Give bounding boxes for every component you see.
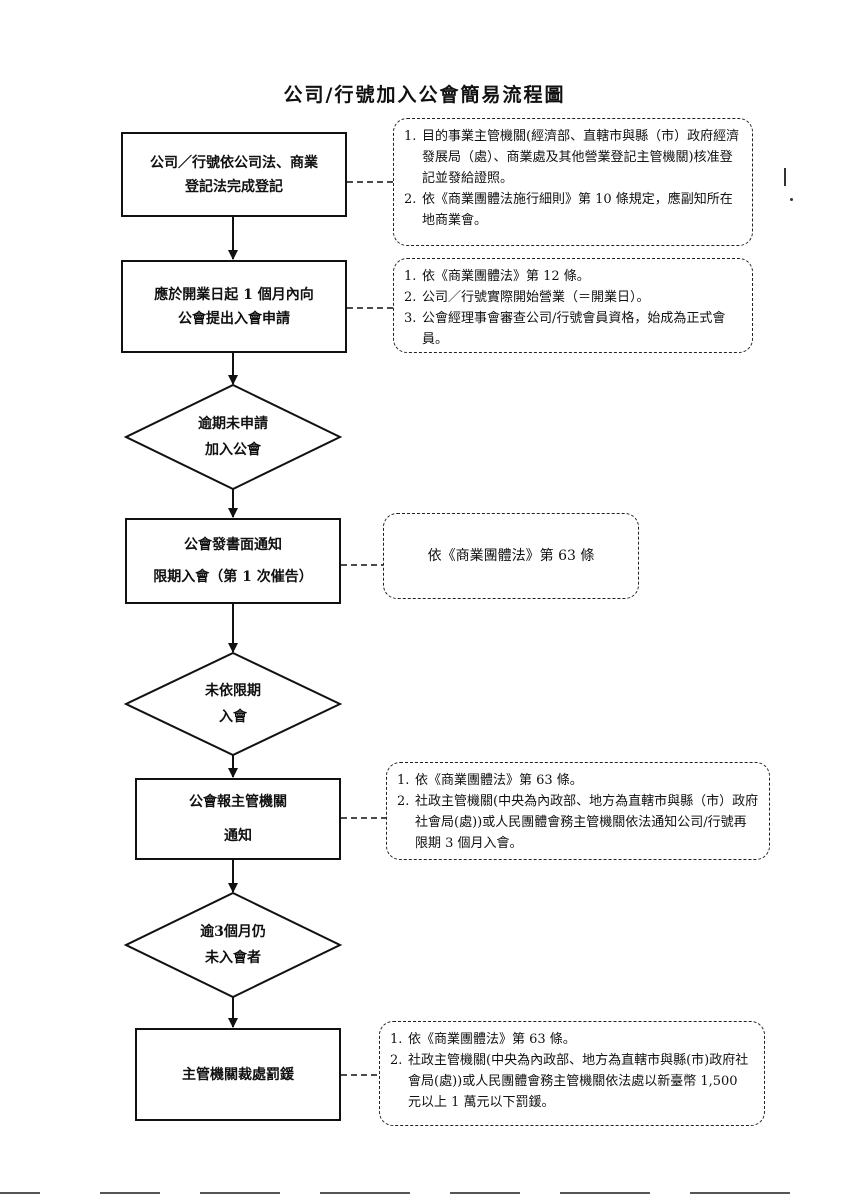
decision-text-2: 未依限期 入會 <box>163 678 303 730</box>
step-line: 限期入會（第 1 次催告） <box>153 569 313 585</box>
scan-line <box>100 1192 160 1194</box>
note-item: 2.公司／行號實際開始營業（＝開業日）。 <box>404 290 650 305</box>
scan-line <box>0 1192 40 1194</box>
scan-line <box>320 1192 410 1194</box>
scan-dot <box>790 198 793 201</box>
note-item: 2.社政主管機關(中央為內政部、地方為直轄市與縣(市)政府社會局(處))或人民團… <box>390 1053 749 1110</box>
decision-line: 未依限期 <box>205 683 261 699</box>
step-line: 主管機關裁處罰鍰 <box>182 1066 294 1083</box>
note-fine: 1.依《商業團體法》第 63 條。 2.社政主管機關(中央為內政部、地方為直轄市… <box>379 1021 765 1126</box>
decision-line: 入會 <box>219 709 247 725</box>
step-line: 公會提出入會申請 <box>178 310 290 327</box>
step-line: 公司／行號依公司法、商業 <box>150 154 318 171</box>
decision-line: 未入會者 <box>205 950 261 966</box>
step-report-authority: 公會報主管機關 通知 <box>135 778 341 860</box>
note-item: 1.依《商業團體法》第 12 條。 <box>404 269 590 284</box>
note-item: 2.社政主管機關(中央為內政部、地方為直轄市與縣（市）政府社會局(處))或人民團… <box>397 794 759 851</box>
step-written-notice: 公會發書面通知 限期入會（第 1 次催告） <box>125 518 341 604</box>
step-impose-fine: 主管機關裁處罰鍰 <box>135 1028 341 1121</box>
note-registration: 1.目的事業主管機關(經濟部、直轄市與縣（市）政府經濟發展局（處）、商業處及其他… <box>393 118 753 246</box>
note-item: 1.目的事業主管機關(經濟部、直轄市與縣（市）政府經濟發展局（處）、商業處及其他… <box>404 129 740 186</box>
step-line: 通知 <box>224 828 252 844</box>
step-line: 公會發書面通知 <box>184 537 282 553</box>
scan-line <box>560 1192 650 1194</box>
note-membership-application: 1.依《商業團體法》第 12 條。 2.公司／行號實際開始營業（＝開業日）。 3… <box>393 258 753 353</box>
note-item: 3.公會經理事會審查公司/行號會員資格，始成為正式會員。 <box>404 311 726 347</box>
decision-text-3: 逾3個月仍 未入會者 <box>163 919 303 971</box>
decision-line: 加入公會 <box>205 442 261 458</box>
note-item: 2.依《商業團體法施行細則》第 10 條規定，應副知所在地商業會。 <box>404 192 733 228</box>
step-line: 登記法完成登記 <box>185 178 283 195</box>
note-article-63: 依《商業團體法》第 63 條 <box>383 513 639 599</box>
note-text: 依《商業團體法》第 63 條 <box>427 548 595 564</box>
step-register-company: 公司／行號依公司法、商業 登記法完成登記 <box>121 132 347 217</box>
page-title: 公司/行號加入公會簡易流程圖 <box>283 84 566 106</box>
note-authority-notice: 1.依《商業團體法》第 63 條。 2.社政主管機關(中央為內政部、地方為直轄市… <box>386 762 770 860</box>
scan-line <box>200 1192 280 1194</box>
step-line: 應於開業日起 1 個月內向 <box>154 286 314 303</box>
decision-line: 逾期未申請 <box>198 416 268 432</box>
step-apply-membership: 應於開業日起 1 個月內向 公會提出入會申請 <box>121 260 347 353</box>
note-item: 1.依《商業團體法》第 63 條。 <box>390 1032 576 1047</box>
scan-mark <box>784 168 786 186</box>
step-line: 公會報主管機關 <box>189 794 287 810</box>
note-item: 1.依《商業團體法》第 63 條。 <box>397 773 583 788</box>
scan-line <box>690 1192 790 1194</box>
decision-line: 逾3個月仍 <box>200 924 266 940</box>
decision-text-1: 逾期未申請 加入公會 <box>163 411 303 463</box>
scan-line <box>450 1192 520 1194</box>
